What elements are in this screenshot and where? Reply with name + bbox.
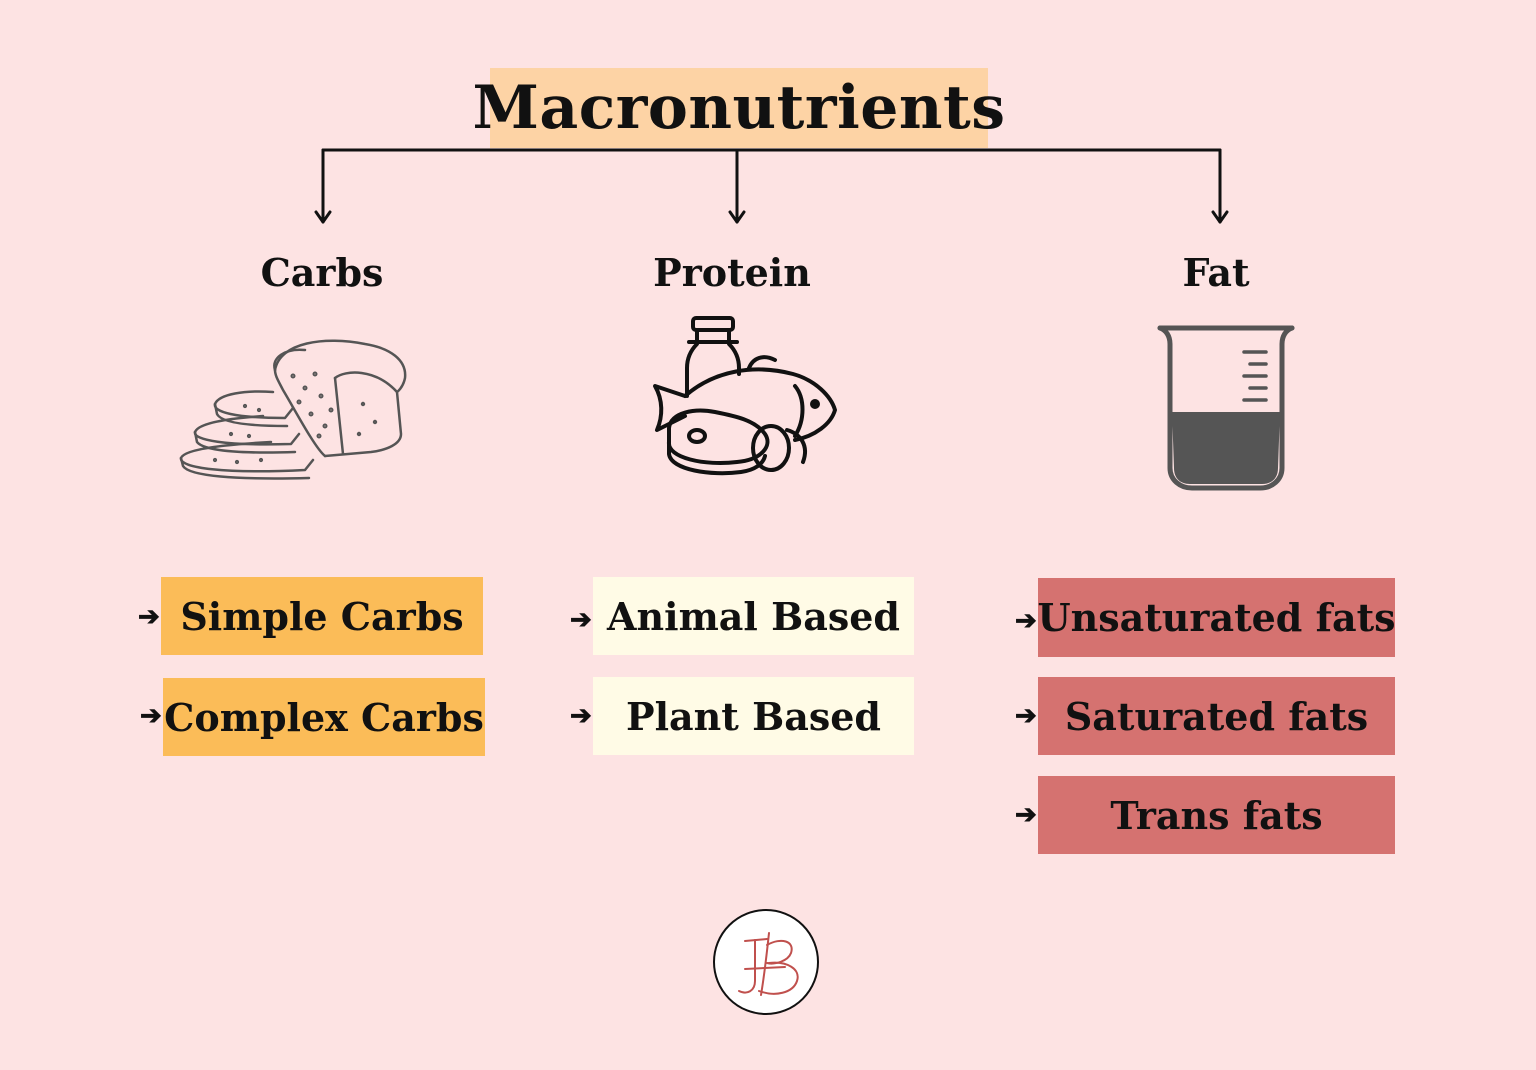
monogram-logo — [713, 909, 819, 1015]
subtype-animal-based: Animal Based — [593, 577, 914, 655]
subtype-label: Saturated fats — [1064, 693, 1369, 739]
arrow-icon: ➔ — [1015, 701, 1037, 731]
diagram-title-box: Macronutrients — [472, 68, 1005, 148]
arrow-icon: ➔ — [570, 701, 592, 731]
subtype-simple-carbs: Simple Carbs — [161, 577, 483, 655]
arrow-icon: ➔ — [1015, 606, 1037, 636]
subtype-plant-based: Plant Based — [593, 677, 914, 755]
subtype-label: Plant Based — [626, 693, 881, 739]
subtype-saturated-fats: Saturated fats — [1038, 677, 1395, 755]
subtype-label: Animal Based — [607, 593, 900, 639]
arrowhead-carbs — [314, 210, 332, 224]
category-label-fat: Fat — [1182, 250, 1250, 295]
connector-lines — [314, 148, 1229, 224]
arrowhead-fat — [1211, 210, 1229, 224]
bread-loaf-icon — [179, 339, 407, 480]
category-label-protein: Protein — [653, 250, 811, 295]
arrow-icon: ➔ — [140, 701, 162, 731]
protein-foods-icon — [653, 316, 837, 476]
subtype-label: Trans fats — [1110, 792, 1323, 838]
subtype-trans-fats: Trans fats — [1038, 776, 1395, 854]
arrow-icon: ➔ — [138, 602, 160, 632]
arrowhead-protein — [728, 210, 746, 224]
arrow-icon: ➔ — [570, 605, 592, 635]
subtype-label: Complex Carbs — [164, 694, 484, 740]
diagram-title: Macronutrients — [472, 73, 1006, 143]
subtype-label: Simple Carbs — [180, 593, 464, 639]
subtype-label: Unsaturated fats — [1037, 595, 1396, 640]
category-label-carbs: Carbs — [260, 250, 384, 295]
subtype-complex-carbs: Complex Carbs — [163, 678, 485, 756]
arrow-icon: ➔ — [1015, 800, 1037, 830]
subtype-unsaturated-fats: Unsaturated fats — [1037, 578, 1396, 657]
beaker-icon — [1157, 325, 1295, 491]
monogram-glyph — [738, 932, 799, 996]
